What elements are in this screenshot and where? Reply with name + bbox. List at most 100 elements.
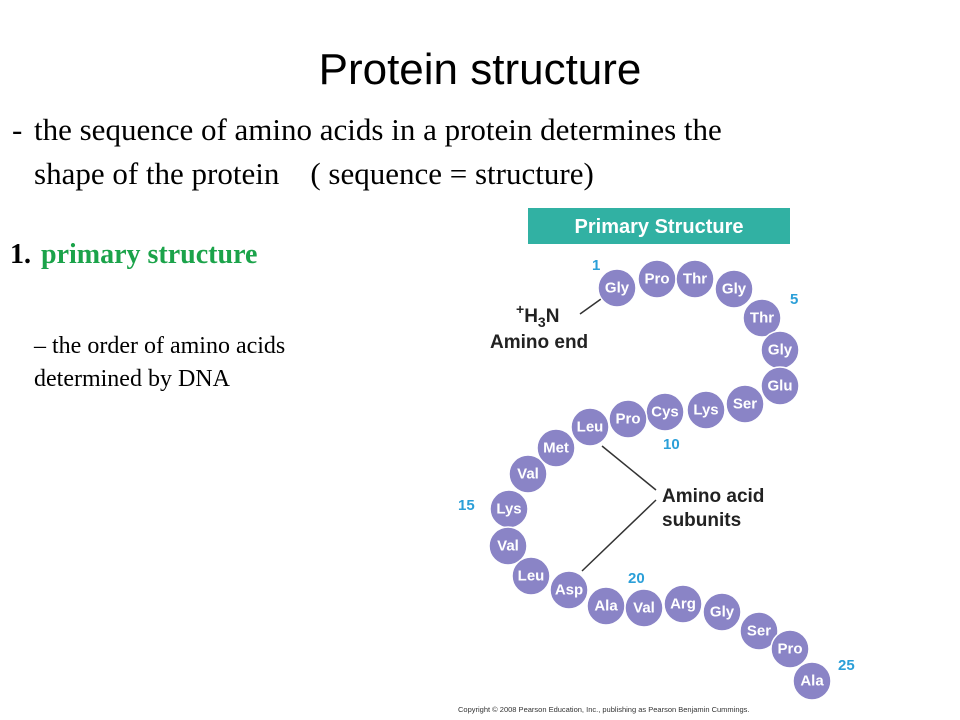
residue-circle — [488, 526, 528, 566]
position-number-25: 25 — [838, 657, 855, 674]
residue-circle — [608, 399, 648, 439]
residue-circle — [760, 366, 800, 406]
residue-label: Pro — [615, 411, 640, 428]
residue-label: Ser — [733, 396, 757, 413]
section-description: – the order of amino acids determined by… — [34, 330, 285, 396]
residue-label: Asp — [555, 582, 583, 599]
residue-label: Cys — [651, 404, 679, 421]
residue-label: Val — [517, 466, 539, 483]
amino-end-label: +H3N Amino end — [490, 301, 588, 353]
residue-15: Lys — [489, 489, 529, 529]
residue-label: Thr — [750, 310, 774, 327]
formula-sub: 3 — [538, 314, 546, 330]
residue-21: Arg — [663, 584, 703, 624]
residue-12: Leu — [570, 407, 610, 447]
residue-17: Leu — [511, 556, 551, 596]
primary-structure-figure: Primary Structure +H3N Amino end Amino a… — [458, 208, 855, 714]
residue-label: Ala — [800, 673, 824, 690]
residue-20: Val — [624, 588, 664, 628]
subunits-label-line-2: subunits — [662, 510, 741, 531]
residue-9: Lys — [686, 390, 726, 430]
section-label: primary structure — [41, 239, 258, 270]
residue-6: Gly — [760, 330, 800, 370]
residue-25: Ala — [792, 661, 832, 701]
residue-circle — [624, 588, 664, 628]
residue-label: Val — [633, 600, 655, 617]
residue-circle — [663, 584, 703, 624]
residue-3: Thr — [675, 259, 715, 299]
subunit-leaders — [581, 445, 657, 572]
figure-header: Primary Structure — [575, 216, 744, 238]
residue-19: Ala — [586, 586, 626, 626]
position-number-15: 15 — [458, 497, 475, 514]
residue-circle — [792, 661, 832, 701]
residue-circle — [702, 592, 742, 632]
residue-circle — [714, 269, 754, 309]
residue-label: Pro — [644, 271, 669, 288]
position-number-5: 5 — [790, 291, 798, 308]
residue-22: Gly — [702, 592, 742, 632]
residue-circle — [508, 454, 548, 494]
svg-text:+H3N: +H3N — [516, 301, 559, 330]
formula-h: H — [524, 306, 538, 327]
residue-5: Thr — [742, 298, 782, 338]
intro-bullet: the sequence of amino acids in a protein… — [34, 108, 914, 196]
section-heading: 1. primary structure — [10, 237, 257, 273]
bullet-dash: - — [12, 112, 23, 147]
residue-1: Gly — [597, 268, 637, 308]
residue-label: Leu — [518, 568, 545, 585]
subunits-label-line-1: Amino acid — [662, 486, 764, 507]
leader-to-leu — [601, 445, 657, 491]
residue-circle — [742, 298, 782, 338]
residue-24: Pro — [770, 629, 810, 669]
residue-circle — [770, 629, 810, 669]
residue-10: Cys — [645, 392, 685, 432]
intro-line-1: the sequence of amino acids in a protein… — [34, 112, 722, 147]
residue-circle — [570, 407, 610, 447]
residue-label: Gly — [605, 280, 630, 297]
figure-header-box — [528, 208, 790, 244]
residue-label: Lys — [693, 402, 718, 419]
residue-circle — [597, 268, 637, 308]
formula-n: N — [546, 306, 560, 327]
residue-circle — [725, 384, 765, 424]
residue-23: Ser — [739, 611, 779, 651]
residue-8: Ser — [725, 384, 765, 424]
section-number: 1. — [10, 239, 31, 270]
residue-label: Thr — [683, 271, 707, 288]
copyright-notice: Copyright © 2008 Pearson Education, Inc.… — [458, 705, 750, 714]
leader-to-leu-lower — [581, 499, 657, 572]
residue-circle — [549, 570, 589, 610]
residue-18: Asp — [549, 570, 589, 610]
residue-circle — [739, 611, 779, 651]
residue-circle — [686, 390, 726, 430]
residue-label: Gly — [710, 604, 735, 621]
residue-label: Leu — [577, 419, 604, 436]
charge-sign: + — [516, 301, 524, 317]
residue-circle — [536, 428, 576, 468]
residue-label: Glu — [768, 378, 793, 395]
residue-11: Pro — [608, 399, 648, 439]
residue-label: Lys — [496, 501, 521, 518]
residue-13: Met — [536, 428, 576, 468]
intro-line-2: shape of the protein ( sequence = struct… — [34, 156, 594, 191]
description-line-2: determined by DNA — [34, 366, 230, 392]
residue-label: Ala — [594, 598, 618, 615]
residue-label: Arg — [670, 596, 696, 613]
description-line-1: – the order of amino acids — [34, 333, 286, 359]
residue-label: Val — [497, 538, 519, 555]
position-number-10: 10 — [663, 436, 680, 453]
position-number-1: 1 — [592, 257, 600, 274]
position-number-20: 20 — [628, 570, 645, 587]
residue-label: Pro — [777, 641, 802, 658]
residue-label: Met — [543, 440, 569, 457]
amino-end-text: Amino end — [490, 332, 588, 353]
residue-16: Val — [488, 526, 528, 566]
residue-circle — [511, 556, 551, 596]
residue-2: Pro — [637, 259, 677, 299]
residue-label: Gly — [768, 342, 793, 359]
residue-label: Gly — [722, 281, 747, 298]
